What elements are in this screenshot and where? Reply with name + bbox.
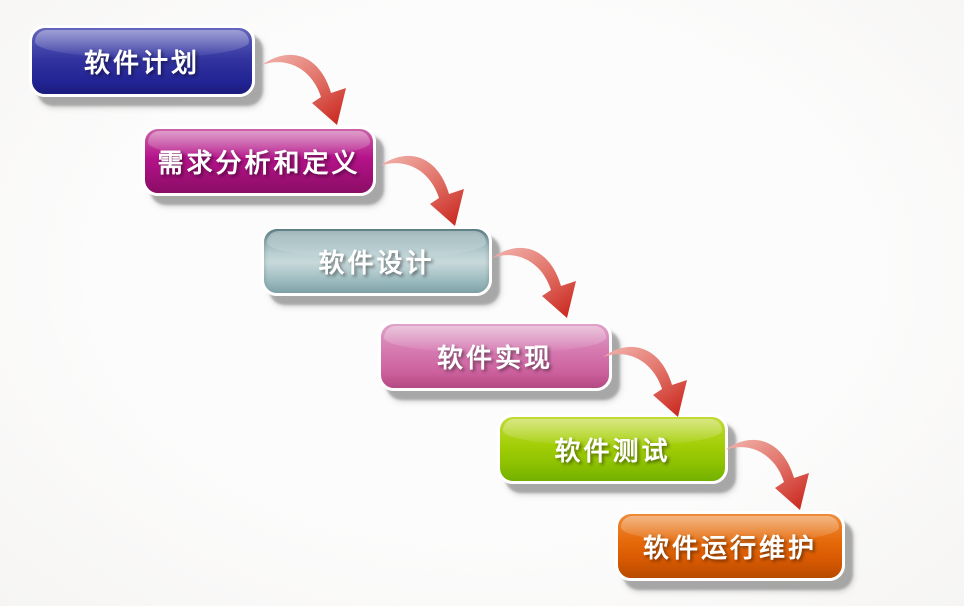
stage-label: 需求分析和定义 — [157, 148, 361, 179]
flow-arrow-2 — [380, 155, 464, 226]
flow-arrow-4 — [603, 346, 687, 417]
stage-box-software-design: 软件设计 — [261, 226, 492, 296]
stage-box-software-testing: 软件测试 — [497, 414, 728, 484]
stage-label: 软件实现 — [436, 343, 553, 374]
stage-box-operation-maintenance: 软件运行维护 — [615, 511, 845, 581]
stage-label: 软件测试 — [554, 436, 671, 467]
stage-box-software-plan: 软件计划 — [29, 25, 255, 97]
flow-arrow-5 — [725, 439, 809, 510]
stage-box-requirements-analysis: 需求分析和定义 — [142, 126, 376, 196]
stage-label: 软件设计 — [318, 248, 435, 279]
flow-arrow-3 — [492, 247, 576, 318]
stage-label: 软件计划 — [83, 48, 200, 79]
stage-box-software-implementation: 软件实现 — [378, 321, 612, 391]
stage-label: 软件运行维护 — [642, 533, 817, 564]
flow-arrow-1 — [262, 54, 346, 125]
